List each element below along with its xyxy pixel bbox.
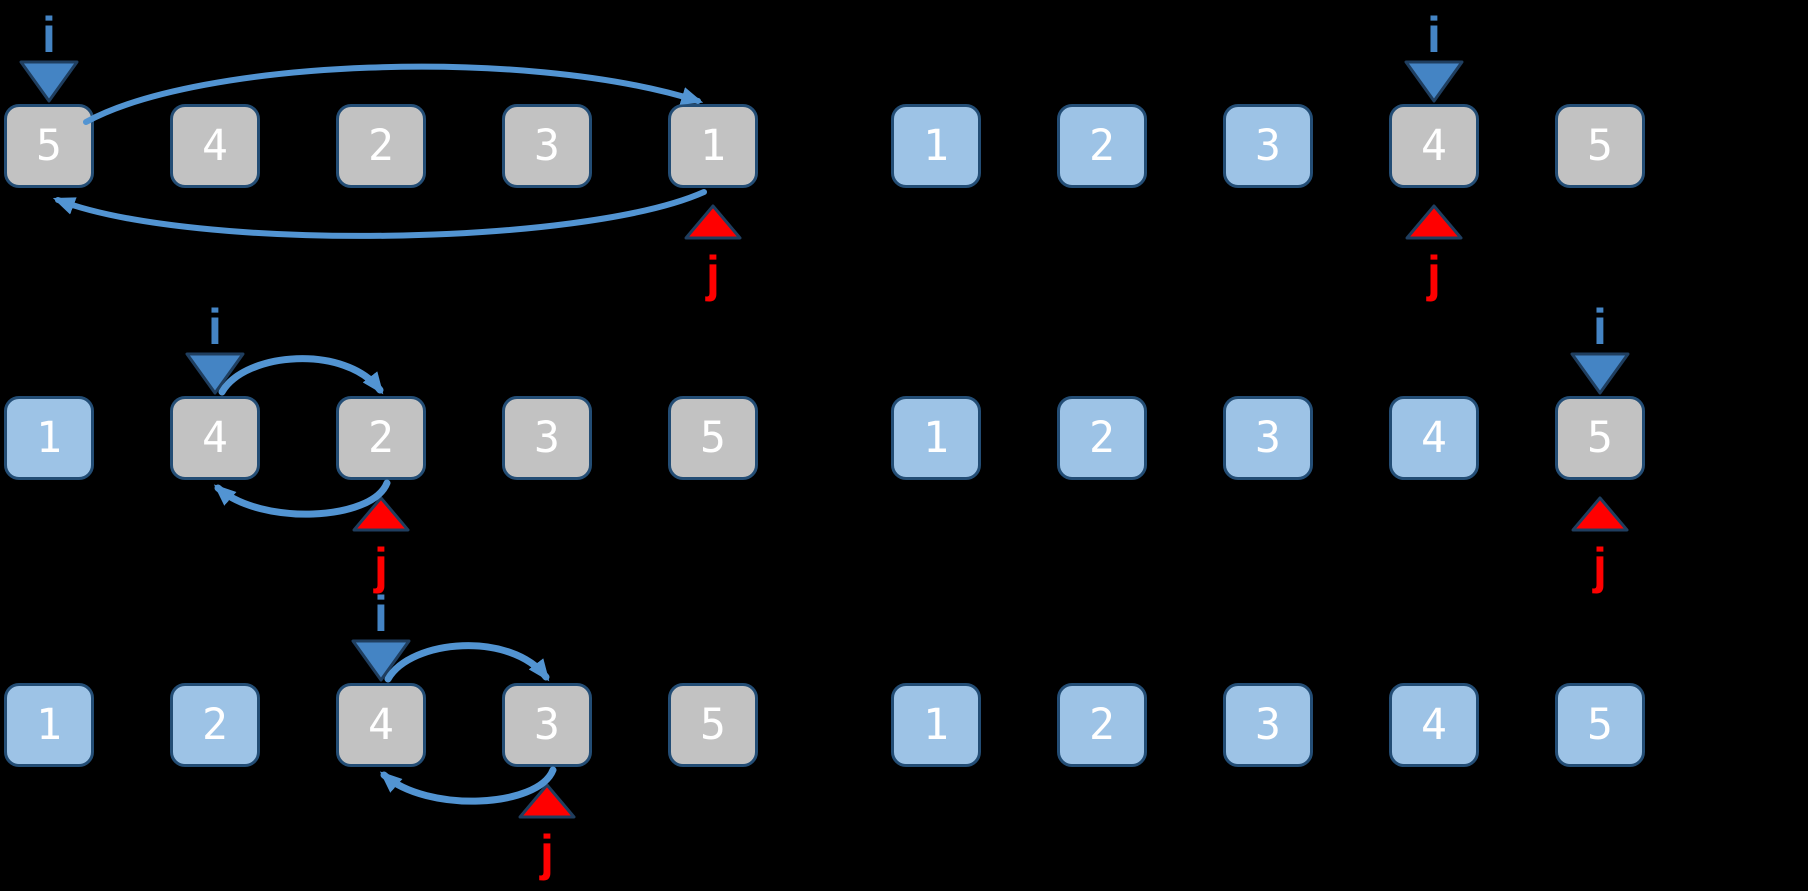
j-pointer-label-pass2-after: j <box>1592 538 1607 594</box>
i-pointer-arrow-icon-pass1-before <box>19 60 79 103</box>
array-box-pass1-after-2: 3 <box>1223 104 1313 188</box>
j-pointer-label-pass3-before: j <box>539 825 554 881</box>
i-pointer-arrow-icon-pass3-before <box>351 639 411 682</box>
array-box-pass1-after-1: 2 <box>1057 104 1147 188</box>
array-box-pass2-before-3: 3 <box>502 396 592 480</box>
box-value: 1 <box>36 412 62 463</box>
i-pointer-label-pass2-after: i <box>1593 299 1607 355</box>
i-pointer-label-pass3-before: i <box>374 586 388 642</box>
j-pointer-arrow-icon-pass1-after <box>1405 204 1463 240</box>
array-box-pass3-after-3: 4 <box>1389 683 1479 767</box>
i-pointer-label-pass2-before: i <box>208 299 222 355</box>
box-value: 2 <box>1089 699 1115 750</box>
box-value: 2 <box>202 699 228 750</box>
j-pointer-label-pass2-before: j <box>373 538 388 594</box>
box-value: 5 <box>700 412 726 463</box>
array-box-pass2-after-2: 3 <box>1223 396 1313 480</box>
array-box-pass3-before-0: 1 <box>4 683 94 767</box>
array-box-pass2-before-2: 2 <box>336 396 426 480</box>
box-value: 5 <box>1587 699 1613 750</box>
box-value: 3 <box>1255 699 1281 750</box>
box-value: 1 <box>923 120 949 171</box>
box-value: 3 <box>534 120 560 171</box>
box-value: 5 <box>1587 412 1613 463</box>
j-pointer-arrow-icon-pass3-before <box>518 783 576 819</box>
i-pointer-arrow-icon-pass2-after <box>1570 352 1630 395</box>
box-value: 3 <box>534 699 560 750</box>
box-value: 1 <box>700 120 726 171</box>
swap-arc-bottom-pass3-before <box>379 766 557 805</box>
swap-arc-bottom-pass2-before <box>213 479 391 518</box>
box-value: 5 <box>700 699 726 750</box>
box-value: 3 <box>534 412 560 463</box>
array-box-pass1-after-3: 4 <box>1389 104 1479 188</box>
array-box-pass1-before-2: 2 <box>336 104 426 188</box>
array-box-pass3-before-4: 5 <box>668 683 758 767</box>
box-value: 2 <box>1089 120 1115 171</box>
i-pointer-label-pass1-before: i <box>42 7 56 63</box>
array-box-pass1-before-0: 5 <box>4 104 94 188</box>
array-box-pass3-before-3: 3 <box>502 683 592 767</box>
box-value: 2 <box>1089 412 1115 463</box>
box-value: 3 <box>1255 120 1281 171</box>
j-pointer-arrow-icon-pass1-before <box>684 204 742 240</box>
array-box-pass3-after-2: 3 <box>1223 683 1313 767</box>
array-box-pass2-before-1: 4 <box>170 396 260 480</box>
i-pointer-arrow-icon-pass2-before <box>185 352 245 395</box>
box-value: 5 <box>36 120 62 171</box>
array-box-pass3-before-1: 2 <box>170 683 260 767</box>
swap-arc-bottom-pass1-before <box>52 189 707 239</box>
j-pointer-arrow-icon-pass2-before <box>352 496 410 532</box>
array-box-pass1-before-3: 3 <box>502 104 592 188</box>
box-value: 4 <box>368 699 394 750</box>
array-box-pass2-before-4: 5 <box>668 396 758 480</box>
i-pointer-arrow-icon-pass1-after <box>1404 60 1464 103</box>
box-value: 1 <box>36 699 62 750</box>
box-value: 3 <box>1255 412 1281 463</box>
box-value: 4 <box>1421 412 1447 463</box>
box-value: 2 <box>368 120 394 171</box>
array-box-pass1-before-1: 4 <box>170 104 260 188</box>
box-value: 4 <box>202 412 228 463</box>
array-box-pass1-after-4: 5 <box>1555 104 1645 188</box>
array-box-pass1-after-0: 1 <box>891 104 981 188</box>
array-box-pass2-after-3: 4 <box>1389 396 1479 480</box>
box-value: 5 <box>1587 120 1613 171</box>
swap-arc-top-pass3-before <box>384 642 550 683</box>
box-value: 1 <box>923 699 949 750</box>
array-box-pass2-after-4: 5 <box>1555 396 1645 480</box>
array-box-pass3-after-1: 2 <box>1057 683 1147 767</box>
array-box-pass2-before-0: 1 <box>4 396 94 480</box>
array-box-pass1-before-4: 1 <box>668 104 758 188</box>
i-pointer-label-pass1-after: i <box>1427 7 1441 63</box>
array-box-pass2-after-0: 1 <box>891 396 981 480</box>
box-value: 1 <box>923 412 949 463</box>
array-box-pass3-before-2: 4 <box>336 683 426 767</box>
j-pointer-label-pass1-after: j <box>1426 246 1441 302</box>
box-value: 4 <box>1421 699 1447 750</box>
array-box-pass3-after-0: 1 <box>891 683 981 767</box>
array-box-pass3-after-4: 5 <box>1555 683 1645 767</box>
swap-arc-top-pass2-before <box>218 355 384 396</box>
array-box-pass2-after-1: 2 <box>1057 396 1147 480</box>
box-value: 4 <box>1421 120 1447 171</box>
box-value: 2 <box>368 412 394 463</box>
j-pointer-label-pass1-before: j <box>705 246 720 302</box>
box-value: 4 <box>202 120 228 171</box>
j-pointer-arrow-icon-pass2-after <box>1571 496 1629 532</box>
